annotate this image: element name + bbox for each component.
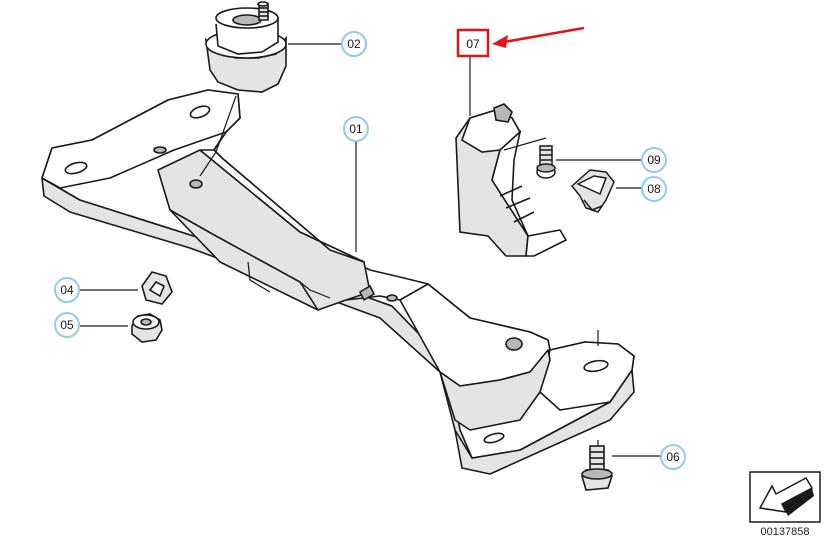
bolt-long-part[interactable] — [581, 445, 613, 491]
arrow-down-left-icon — [758, 477, 814, 516]
callout-label: 06 — [666, 450, 680, 464]
callout-label: 05 — [60, 318, 74, 332]
callout-label: 04 — [60, 283, 74, 297]
rubber-mount-part[interactable] — [199, 1, 287, 177]
callout-09[interactable]: 09 — [641, 147, 667, 173]
callout-label: 02 — [347, 37, 361, 51]
crossmember-part[interactable] — [41, 89, 635, 475]
nut-part[interactable] — [131, 313, 163, 343]
clip-part[interactable] — [570, 169, 615, 213]
red-arrow-icon — [492, 26, 585, 48]
callout-label: 01 — [349, 122, 363, 136]
callout-02[interactable]: 02 — [341, 31, 367, 57]
leader-lines — [80, 43, 660, 457]
callout-07[interactable]: 07 — [456, 28, 490, 58]
washer-part[interactable] — [141, 271, 173, 305]
bolt-part[interactable] — [536, 145, 556, 179]
callout-04[interactable]: 04 — [54, 277, 80, 303]
callout-06[interactable]: 06 — [660, 444, 686, 470]
callout-05[interactable]: 05 — [54, 312, 80, 338]
callout-08[interactable]: 08 — [641, 176, 667, 202]
callout-label: 07 — [466, 37, 480, 51]
bracket-part[interactable] — [455, 103, 568, 257]
callout-label: 09 — [647, 153, 661, 167]
callout-label: 08 — [647, 182, 661, 196]
callout-01[interactable]: 01 — [343, 116, 369, 142]
nav-arrow-button[interactable] — [749, 471, 821, 523]
reference-number: 00137858 — [761, 526, 810, 538]
